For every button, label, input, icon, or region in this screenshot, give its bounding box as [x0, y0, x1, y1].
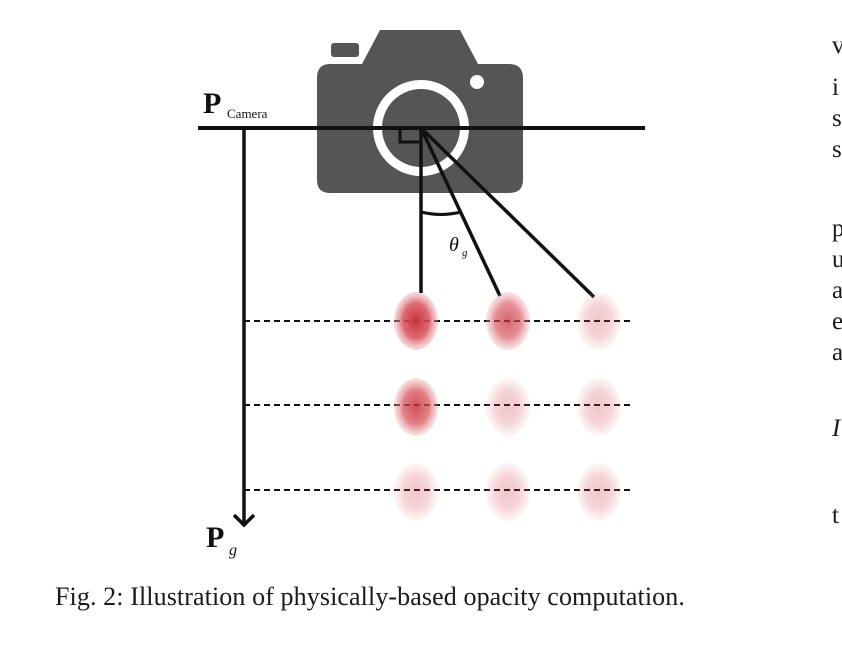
gaussian-ellipse [394, 378, 438, 436]
angle-theta-subscript: g [462, 247, 468, 259]
gaussian-ellipse [577, 292, 621, 350]
right-column-fragment: t [832, 502, 839, 529]
right-column-fragment: s [832, 105, 842, 132]
right-column-fragment: a [832, 277, 842, 304]
gaussian-grid [394, 292, 621, 521]
gaussian-position-subscript: g [229, 542, 237, 559]
camera-position-label: P [203, 87, 221, 120]
right-column-fragment: u [832, 246, 842, 273]
right-column-fragment: v [832, 32, 842, 59]
right-column-fragment: i [832, 74, 839, 101]
gaussian-position-label: P [206, 521, 224, 554]
gaussian-ellipse [486, 378, 530, 436]
right-column-fragment: e [832, 308, 842, 335]
right-angle-marker [398, 128, 421, 144]
gaussian-ellipse [394, 292, 438, 350]
right-column-fragment: s [832, 136, 842, 163]
right-column-fragment: I [832, 415, 841, 442]
gaussian-ellipse [486, 292, 530, 350]
gaussian-ellipse [486, 463, 530, 521]
right-column-fragment: a [832, 339, 842, 366]
camera-position-subscript: Camera [227, 106, 268, 121]
figure-caption: Fig. 2: Illustration of physically-based… [55, 582, 685, 611]
gaussian-ellipse [577, 463, 621, 521]
angle-arc [420, 210, 462, 216]
gaussian-ellipse [394, 463, 438, 521]
gaussian-ellipse [577, 378, 621, 436]
right-column-fragment: p [832, 215, 842, 242]
angle-theta-label: θ [449, 234, 459, 256]
ray-line [419, 126, 596, 299]
